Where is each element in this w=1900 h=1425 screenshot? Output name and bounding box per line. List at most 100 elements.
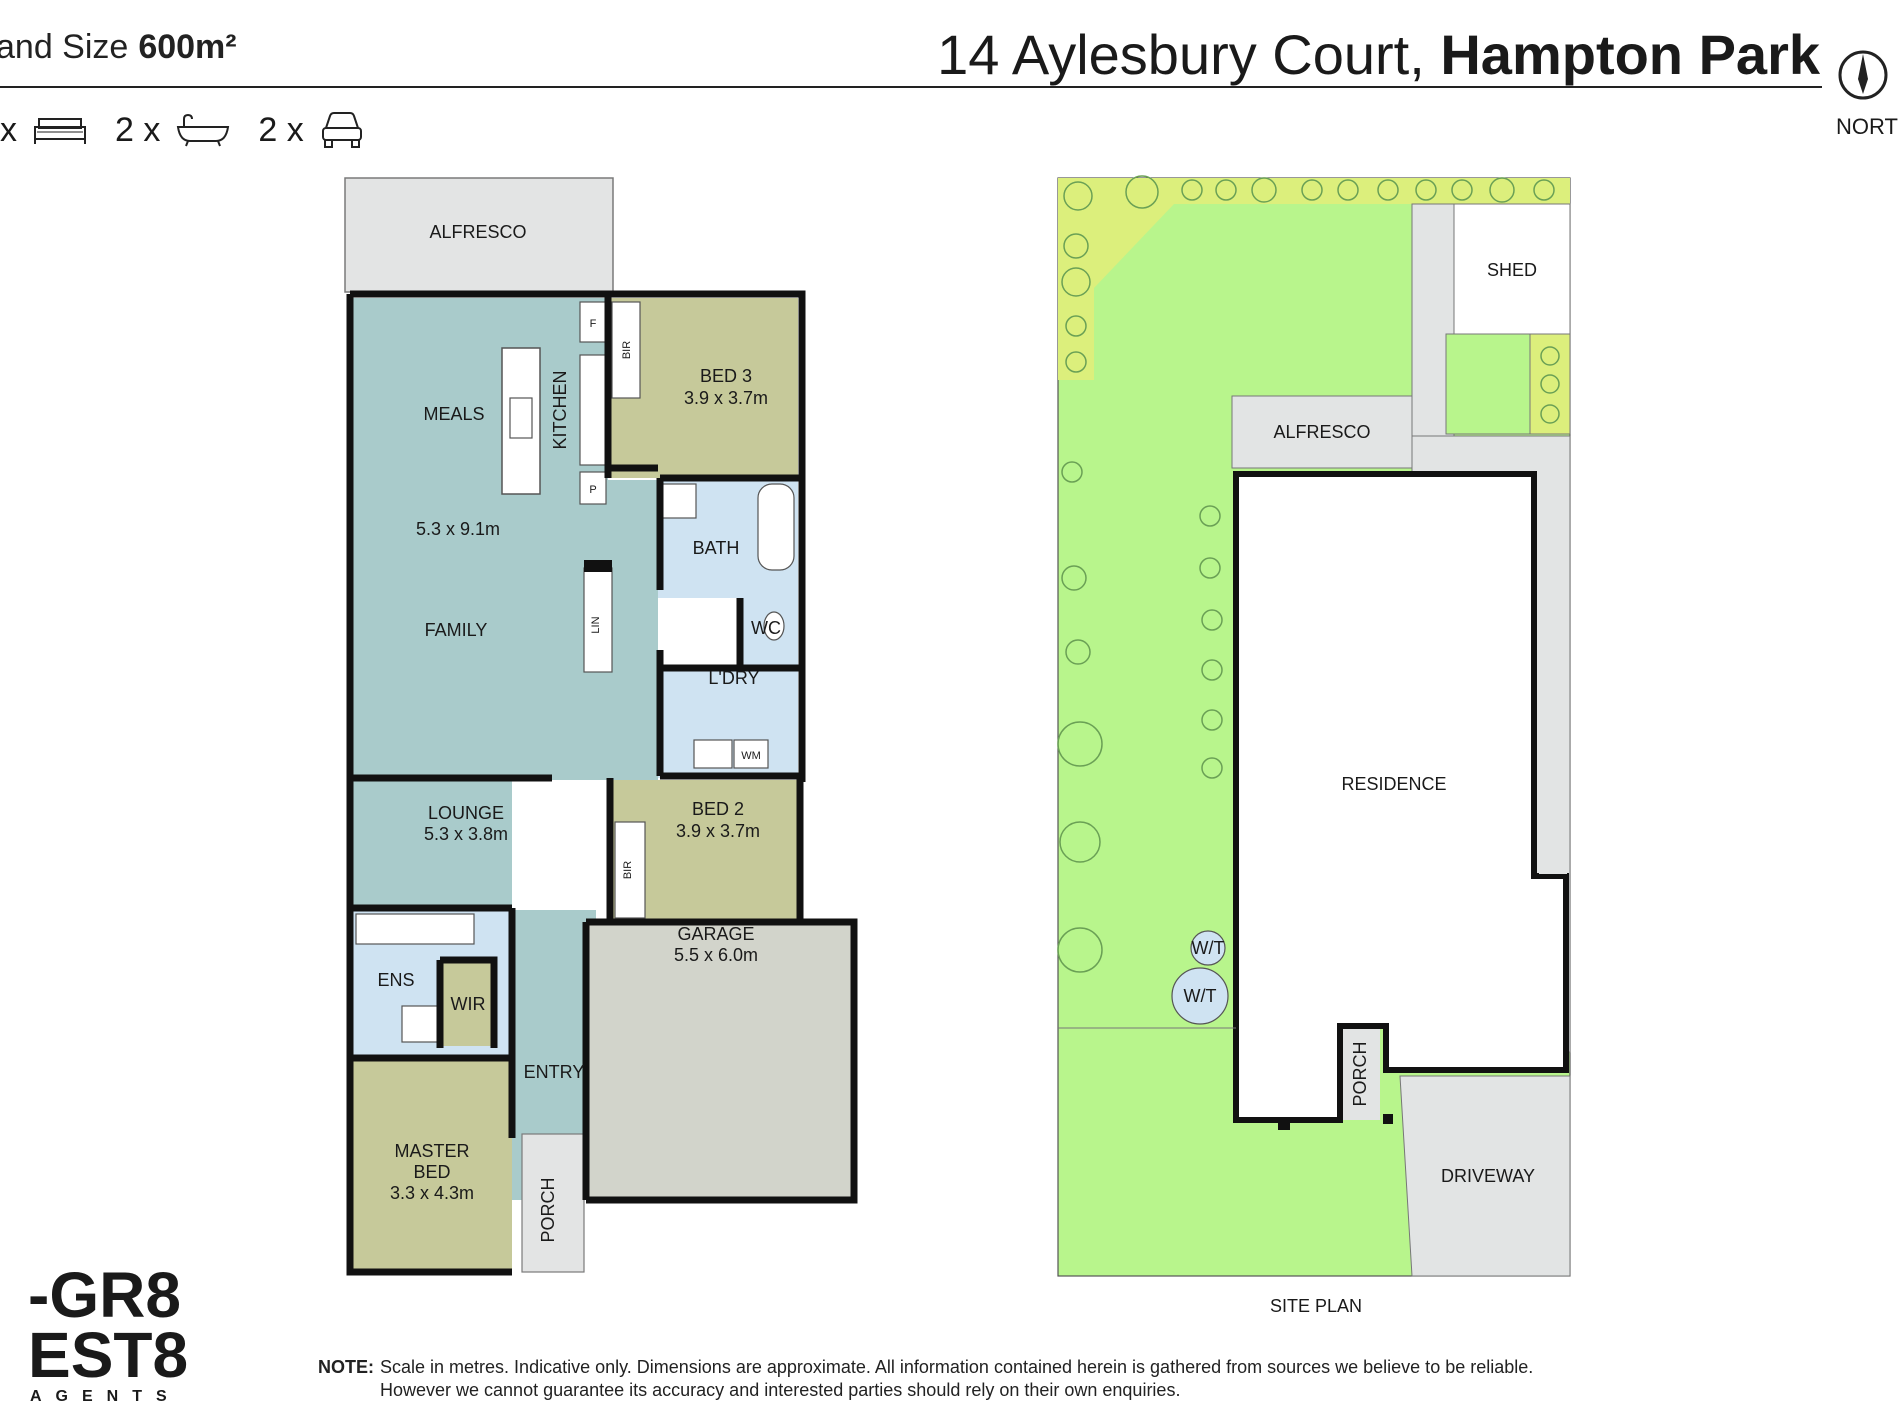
garden-bed: [1058, 178, 1570, 380]
bed-count: x: [0, 110, 17, 149]
label-bed2: BED 2: [692, 799, 744, 819]
note-line-1: Scale in metres. Indicative only. Dimens…: [380, 1357, 1534, 1377]
porch-area: [521, 1133, 585, 1273]
north-label: NORT: [1836, 114, 1898, 139]
bed-icon: [34, 118, 86, 144]
water-tank-2: [1171, 967, 1229, 1025]
label-bed2-size: 3.9 x 3.7m: [676, 821, 760, 841]
label-garage: GARAGE: [677, 924, 754, 944]
label-kitchen: KITCHEN: [550, 370, 570, 449]
site-label-residence: RESIDENCE: [1341, 774, 1446, 794]
bathtub-icon: [757, 483, 795, 571]
site-label-alfresco: ALFRESCO: [1273, 422, 1370, 442]
label-meals-family-size: 5.3 x 9.1m: [416, 519, 500, 539]
garage-room: [588, 922, 852, 1198]
land-size-value: 600m²: [138, 28, 237, 66]
entry-step: [1278, 1122, 1290, 1130]
shed: [1453, 203, 1571, 335]
label-fridge: F: [590, 318, 597, 330]
header-divider: [0, 86, 1822, 88]
label-wm: WM: [741, 750, 761, 762]
label-master-2: BED: [413, 1162, 450, 1182]
site-plan: SHED ALFRESCO RESIDENCE W/T W/T PORCH DR…: [1057, 175, 1571, 1277]
courtyard-lawn: [1445, 333, 1531, 435]
label-bath: BATH: [693, 538, 740, 558]
label-meals: MEALS: [423, 404, 484, 424]
car-count: 2 x: [258, 110, 304, 149]
logo-mark: -GR8 EST8 AGENTS: [28, 1259, 188, 1405]
label-porch: PORCH: [538, 1177, 558, 1242]
residence-lawn-fill: [1539, 474, 1567, 874]
site-label-porch: PORCH: [1350, 1041, 1370, 1106]
driveway: [1399, 1075, 1571, 1277]
site-plan-caption: SITE PLAN: [1270, 1296, 1363, 1316]
porch-post: [1383, 1114, 1393, 1124]
floor-plan: ALFRESCO MEALS KITCHEN 5.3 x 9.1m FAMILY…: [344, 177, 858, 1276]
logo-line1: -GR8: [28, 1259, 181, 1331]
kitchen-island: [501, 347, 541, 495]
compass-icon: [1838, 50, 1888, 100]
feature-summary: x 2 x 2 x: [0, 108, 364, 152]
label-bed3: BED 3: [700, 366, 752, 386]
logo-line2: EST8: [28, 1319, 188, 1391]
label-master-1: MASTER: [394, 1141, 469, 1161]
site-porch: [1340, 1026, 1380, 1120]
north-compass: [1838, 46, 1900, 109]
tree-icons: [1057, 175, 1560, 973]
site-label-driveway: DRIVEWAY: [1441, 1166, 1535, 1186]
walls: [346, 290, 858, 1276]
washing-machine: [733, 739, 769, 769]
address-street: 14 Aylesbury Court,: [937, 23, 1425, 86]
bed3-robe: [611, 301, 641, 399]
label-pantry: P: [589, 484, 596, 496]
sink-icon: [509, 397, 533, 439]
water-tank-1: [1190, 930, 1226, 966]
linen-cupboard: [583, 567, 613, 673]
cooktop: [579, 354, 607, 466]
shower-icon: [661, 483, 697, 519]
toilet-icon: [763, 611, 785, 641]
label-wc: WC: [751, 618, 781, 638]
agency-logo: -GR8 EST8 AGENTS: [28, 1255, 208, 1410]
note-tag: NOTE:: [318, 1357, 374, 1377]
linen-cupboard-solid: [584, 560, 612, 572]
pantry: [579, 471, 607, 505]
residence-outline: [1233, 471, 1569, 1123]
label-laundry: L'DRY: [708, 668, 759, 688]
bath-icon: [177, 113, 230, 147]
site-label-shed: SHED: [1487, 260, 1537, 280]
car-icon: [321, 112, 362, 148]
label-entry: ENTRY: [524, 1062, 585, 1082]
land-size-label: and Size: [0, 28, 129, 66]
property-address: 14 Aylesbury Court, Hampton Park: [937, 22, 1820, 87]
address-suburb: Hampton Park: [1440, 23, 1820, 86]
alfresco-area: [344, 177, 614, 293]
living-area: [352, 298, 658, 1136]
label-wir: WIR: [451, 994, 486, 1014]
label-bir-bed3: BIR: [621, 341, 633, 359]
laundry-tub: [693, 739, 733, 769]
ensuite-vanity: [355, 913, 475, 945]
bed2-robe: [614, 821, 646, 919]
label-master-size: 3.3 x 4.3m: [390, 1183, 474, 1203]
label-alfresco: ALFRESCO: [429, 222, 526, 242]
label-lounge-size: 5.3 x 3.8m: [424, 824, 508, 844]
label-family: FAMILY: [425, 620, 488, 640]
site-label-wt-2: W/T: [1184, 986, 1217, 1006]
site-label-wt-1: W/T: [1192, 938, 1225, 958]
fridge-space: [579, 301, 607, 343]
note-line-2: However we cannot guarantee its accuracy…: [380, 1380, 1181, 1400]
courtyard-garden: [1529, 333, 1571, 435]
wir-room: [440, 962, 492, 1046]
label-lounge: LOUNGE: [428, 803, 504, 823]
bath-count: 2 x: [115, 110, 161, 149]
label-lin: LIN: [590, 616, 602, 633]
label-bir-bed2: BIR: [622, 861, 634, 879]
label-bed3-size: 3.9 x 3.7m: [684, 388, 768, 408]
site-alfresco: [1231, 395, 1413, 469]
master-bed-room: [352, 1060, 512, 1270]
ensuite-shower-icon: [401, 1005, 439, 1043]
label-garage-size: 5.5 x 6.0m: [674, 945, 758, 965]
logo-line3: AGENTS: [30, 1388, 181, 1405]
